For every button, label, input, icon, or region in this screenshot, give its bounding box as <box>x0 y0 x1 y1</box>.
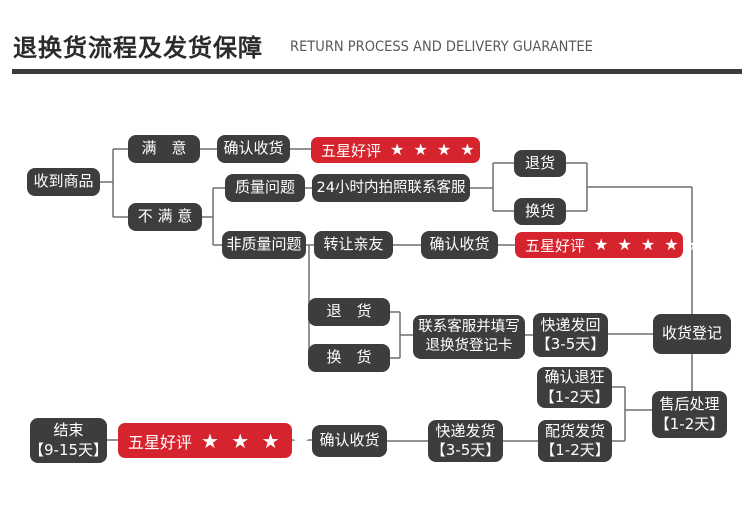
node-receipt-register: 收货登记 <box>653 314 731 354</box>
node-line1: 联系客服并填写 <box>418 319 520 336</box>
badge-five-star-review-1: 五星好评 ★ ★ ★ ★ ★ <box>311 137 498 163</box>
node-non-quality-issue: 非质量问题 <box>222 231 306 259</box>
node-line1: 确认退狂 <box>544 368 605 386</box>
node-transfer-friends: 转让亲友 <box>314 231 393 259</box>
star-icons: ★ ★ ★ ★ ★ <box>201 428 344 453</box>
node-line2: 【3-5天】 <box>535 335 606 353</box>
node-line1: 售后处理 <box>659 395 720 413</box>
five-star-label: 五星好评 <box>525 236 586 255</box>
node-express-ship: 快递发货 【3-5天】 <box>428 420 503 462</box>
node-line1: 配货发货 <box>544 421 605 440</box>
node-end: 结束 【9-15天】 <box>28 418 109 463</box>
node-confirm-receipt-2: 确认收货 <box>421 231 498 259</box>
node-line1: 结束 <box>53 421 84 439</box>
node-confirm-receipt-1: 确认收货 <box>217 135 290 163</box>
node-confirm-receipt-3: 确认收货 <box>312 425 387 457</box>
node-exchange-goods-top: 换货 <box>514 198 566 225</box>
node-line2: 【9-15天】 <box>28 440 109 459</box>
badge-five-star-review-3: 五星好评 ★ ★ ★ ★ ★ <box>118 423 340 458</box>
node-received-goods: 收到商品 <box>27 168 100 196</box>
node-return-goods-mid: 退 货 <box>308 298 390 326</box>
node-line2: 【1-2天】 <box>540 441 610 459</box>
node-contact-service-24h: 24小时内拍照联系客服 <box>312 174 470 202</box>
badge-five-star-review-2: 五星好评 ★ ★ ★ ★ ★ <box>515 232 702 258</box>
node-exchange-goods-mid: 换 货 <box>308 344 390 372</box>
star-icons: ★ ★ ★ ★ ★ <box>594 235 705 254</box>
page-title-chinese: 退换货流程及发货保障 <box>13 34 263 62</box>
node-aftersale-handle: 售后处理 【1-2天】 <box>652 391 727 438</box>
node-not-satisfied: 不 满 意 <box>128 203 202 231</box>
node-satisfied: 满 意 <box>128 135 200 163</box>
page-title-english: RETURN PROCESS AND DELIVERY GUARANTEE <box>290 39 593 55</box>
node-line2: 退换货登记卡 <box>425 338 513 354</box>
node-quality-issue: 质量问题 <box>225 174 305 202</box>
star-icons: ★ ★ ★ ★ ★ <box>390 140 501 159</box>
node-confirm-refund: 确认退狂 【1-2天】 <box>537 367 612 408</box>
node-line2: 【3-5天】 <box>430 441 501 459</box>
node-line2: 【1-2天】 <box>539 387 610 406</box>
node-express-return: 快递发回 【3-5天】 <box>533 313 608 357</box>
node-line2: 【1-2天】 <box>654 414 725 433</box>
node-return-goods-top: 退货 <box>514 150 566 177</box>
node-dispatch-ship: 配货发货 【1-2天】 <box>538 420 612 462</box>
title-underline <box>12 69 742 74</box>
five-star-label: 五星好评 <box>128 432 193 452</box>
node-line1: 快递发货 <box>435 421 496 440</box>
node-line1: 快递发回 <box>540 315 601 334</box>
node-contact-fill-card: 联系客服并填写 退换货登记卡 <box>413 315 525 359</box>
five-star-label: 五星好评 <box>321 141 382 160</box>
